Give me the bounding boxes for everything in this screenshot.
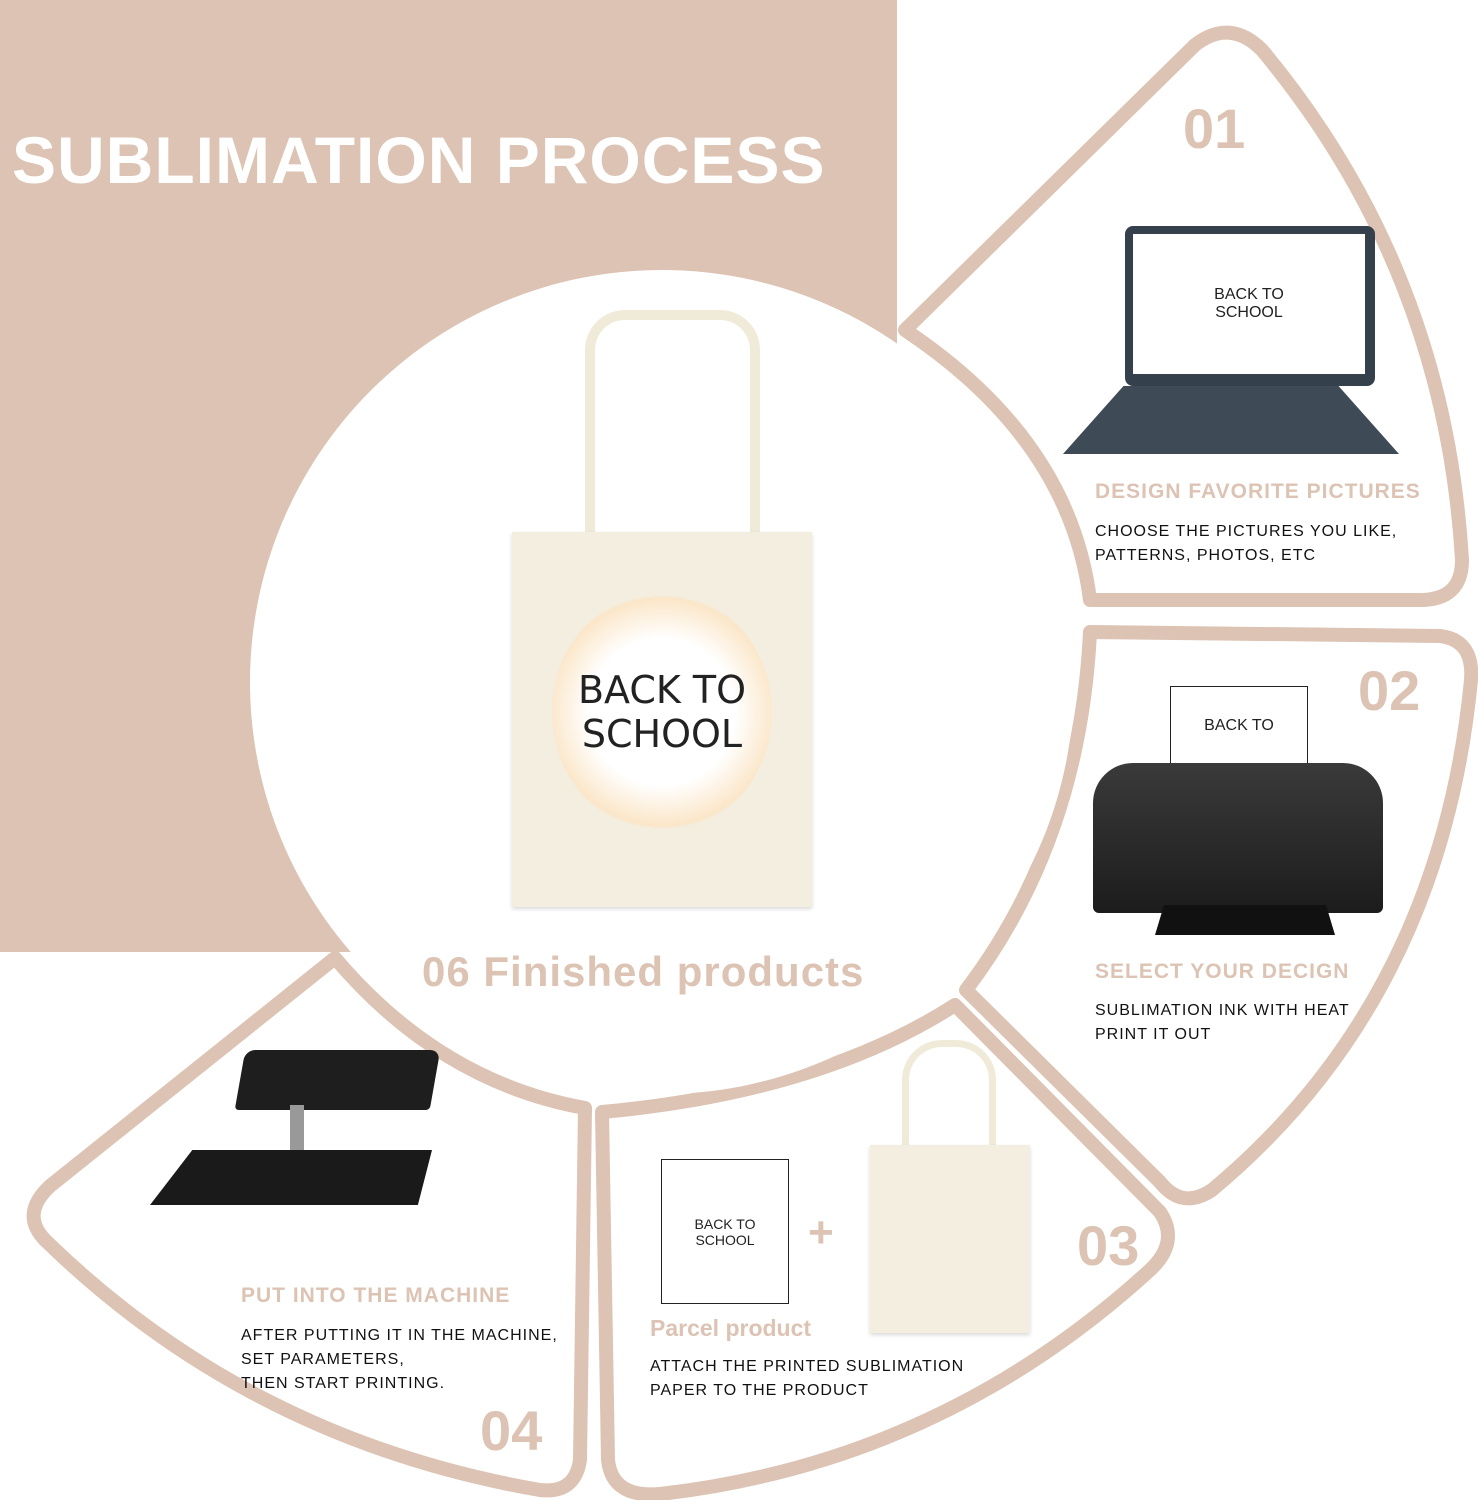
step-03-number: 03 — [1077, 1214, 1140, 1277]
blank-bag-image — [870, 1145, 1030, 1333]
step-04-line-3: THEN START PRINTING. — [241, 1375, 446, 1392]
step-02-description: SUBLIMATION INK WITH HEAT PRINT IT OUT — [1095, 999, 1350, 1047]
step-01-heading: DESIGN FAVORITE PICTURES — [1095, 480, 1421, 503]
back-to-school-design: BACK TO SCHOOL — [552, 592, 772, 832]
bag-handles — [585, 310, 760, 550]
paper-text: BACK TO — [1204, 717, 1274, 734]
step-04-description: AFTER PUTTING IT IN THE MACHINE, SET PAR… — [241, 1324, 558, 1396]
step-02-line-2: PRINT IT OUT — [1095, 1026, 1212, 1043]
step-04-line-1: AFTER PUTTING IT IN THE MACHINE, — [241, 1327, 558, 1344]
step-01-number: 01 — [1183, 97, 1246, 160]
blank-bag-handles — [902, 1040, 996, 1157]
printer-image — [1093, 763, 1383, 913]
laptop-screen: BACK TO SCHOOL — [1133, 234, 1365, 374]
heat-press-top — [234, 1050, 441, 1110]
step-03-description: ATTACH THE PRINTED SUBLIMATION PAPER TO … — [650, 1355, 964, 1403]
sublimation-paper: BACK TO SCHOOL — [661, 1159, 789, 1304]
step-02-heading: SELECT YOUR DECIGN — [1095, 960, 1350, 983]
page-title: SUBLIMATION PROCESS — [12, 123, 826, 197]
laptop-keyboard — [1063, 386, 1399, 454]
screen-text-1: BACK TO — [1214, 286, 1284, 303]
step-03-line-1: ATTACH THE PRINTED SUBLIMATION — [650, 1358, 965, 1375]
step-04-line-2: SET PARAMETERS, — [241, 1351, 405, 1368]
laptop-image: BACK TO SCHOOL — [1125, 226, 1375, 386]
finished-bag-image: BACK TO SCHOOL — [512, 532, 812, 907]
paper-text-1: BACK TO — [694, 1215, 756, 1232]
step-02-number: 02 — [1358, 659, 1421, 722]
plus-sign: + — [808, 1208, 834, 1257]
step-03-line-2: PAPER TO THE PRODUCT — [650, 1382, 869, 1399]
step-04-number: 04 — [480, 1399, 543, 1462]
printer-tray — [1155, 905, 1335, 935]
step-04-heading: PUT INTO THE MACHINE — [241, 1284, 511, 1307]
design-line-1: BACK TO — [577, 668, 747, 712]
step-02-line-1: SUBLIMATION INK WITH HEAT — [1095, 1002, 1350, 1019]
design-line-2: SCHOOL — [581, 712, 743, 756]
screen-text-2: SCHOOL — [1215, 304, 1283, 321]
printed-paper: BACK TO — [1170, 686, 1308, 766]
paper-text-2: SCHOOL — [695, 1231, 755, 1248]
step-01-description: CHOOSE THE PICTURES YOU LIKE, PATTERNS, … — [1095, 520, 1397, 568]
frame-step-04 — [26, 951, 592, 1498]
center-caption: 06 Finished products — [422, 948, 865, 995]
heat-press-base — [150, 1150, 432, 1205]
step-03-heading: Parcel product — [650, 1315, 812, 1341]
step-01-line-2: PATTERNS, PHOTOS, ETC — [1095, 547, 1317, 564]
step-01-line-1: CHOOSE THE PICTURES YOU LIKE, — [1095, 523, 1398, 540]
